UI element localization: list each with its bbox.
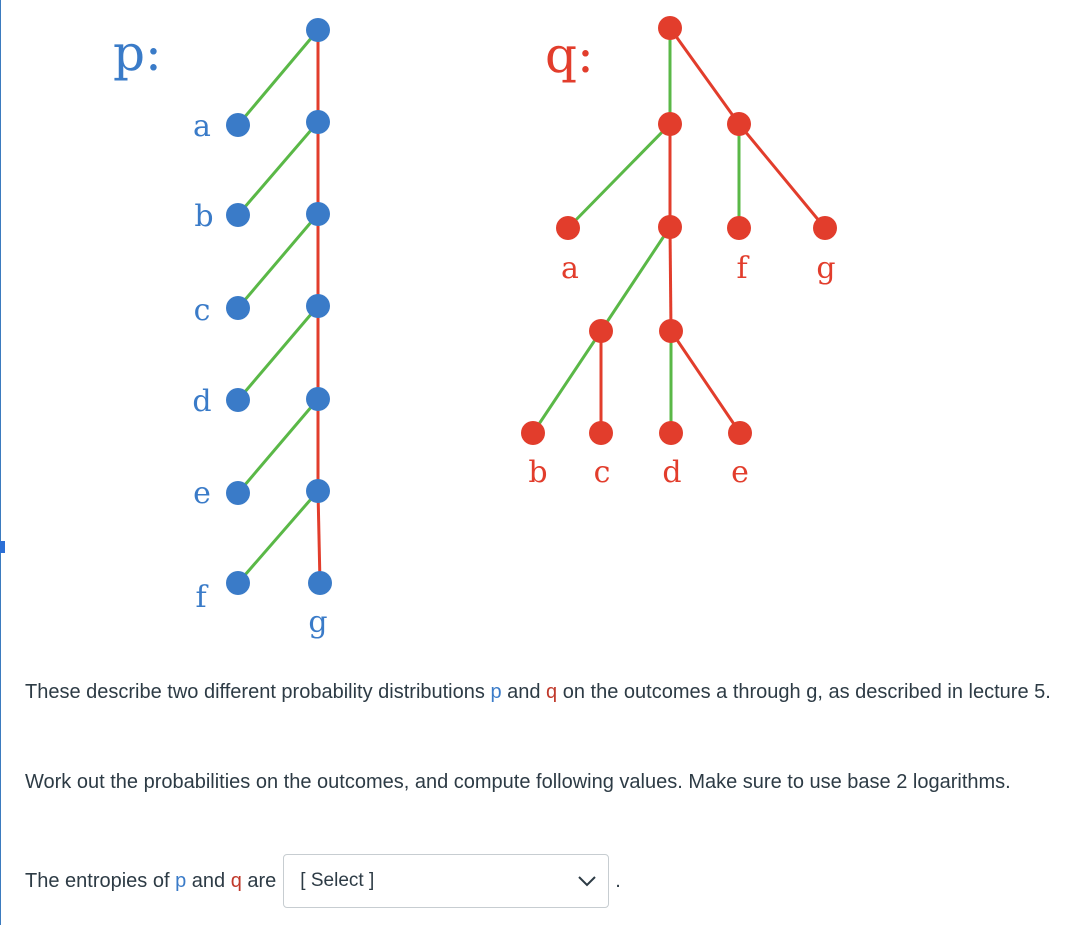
left-border (0, 0, 1, 925)
q-symbol: q (230, 869, 242, 892)
instruction-paragraph: Work out the probabilities on the outcom… (25, 771, 1011, 793)
q-label-f: f (736, 251, 749, 286)
p-node (306, 387, 330, 411)
p-leaf-e (226, 481, 250, 505)
p-label-a: a (193, 109, 211, 144)
p-title: p: (113, 24, 162, 82)
p-node (306, 202, 330, 226)
p-label-f: f (195, 580, 208, 615)
q-label-e: e (731, 455, 749, 490)
p-leaf-b (226, 203, 250, 227)
p-symbol: p (175, 869, 187, 892)
q-node (727, 112, 751, 136)
p-leaf-f (226, 571, 250, 595)
q-label-d: d (662, 455, 681, 490)
q-leaf-d (659, 421, 683, 445)
q-leaf-e (728, 421, 752, 445)
q-label-b: b (528, 455, 547, 490)
q-node (658, 112, 682, 136)
p-node (306, 294, 330, 318)
select-value: [ Select ] (300, 870, 375, 891)
p-node (306, 110, 330, 134)
q-node (658, 16, 682, 40)
q-node (658, 215, 682, 239)
q-node (659, 319, 683, 343)
p-leaf-g (308, 571, 332, 595)
p-leaf-a (226, 113, 250, 137)
entropy-question: The entropies of p and q are [ Select ] … (25, 853, 621, 909)
q-leaf-b (521, 421, 545, 445)
p-label-d: d (192, 384, 211, 419)
q-tree (521, 16, 837, 445)
q-leaf-c (589, 421, 613, 445)
p-leaf-d (226, 388, 250, 412)
p-label-e: e (193, 476, 211, 511)
tree-diagrams: p: a b c d e f g (113, 16, 837, 640)
p-label-g: g (308, 605, 327, 640)
p-symbol: p (490, 681, 502, 703)
p-label-c: c (194, 293, 211, 328)
p-node (306, 479, 330, 503)
q-label-a: a (561, 251, 579, 286)
p-labels: p: a b c d e f g (113, 24, 328, 640)
q-leaf-g (813, 216, 837, 240)
description-paragraph: These describe two different probability… (25, 681, 1051, 703)
q-title: q: (545, 26, 594, 84)
focus-marker (0, 541, 5, 553)
q-symbol: q (546, 681, 558, 703)
p-tree (226, 18, 332, 595)
q-labels: q: a b c d e f g (528, 26, 835, 490)
chevron-down-icon (578, 876, 597, 887)
entropy-select[interactable]: [ Select ] (283, 854, 610, 908)
q-node (589, 319, 613, 343)
p-label-b: b (194, 199, 213, 234)
q-leaf-a (556, 216, 580, 240)
q-leaf-f (727, 216, 751, 240)
p-node (306, 18, 330, 42)
q-label-g: g (816, 251, 835, 286)
p-leaf-c (226, 296, 250, 320)
q-label-c: c (594, 455, 611, 490)
